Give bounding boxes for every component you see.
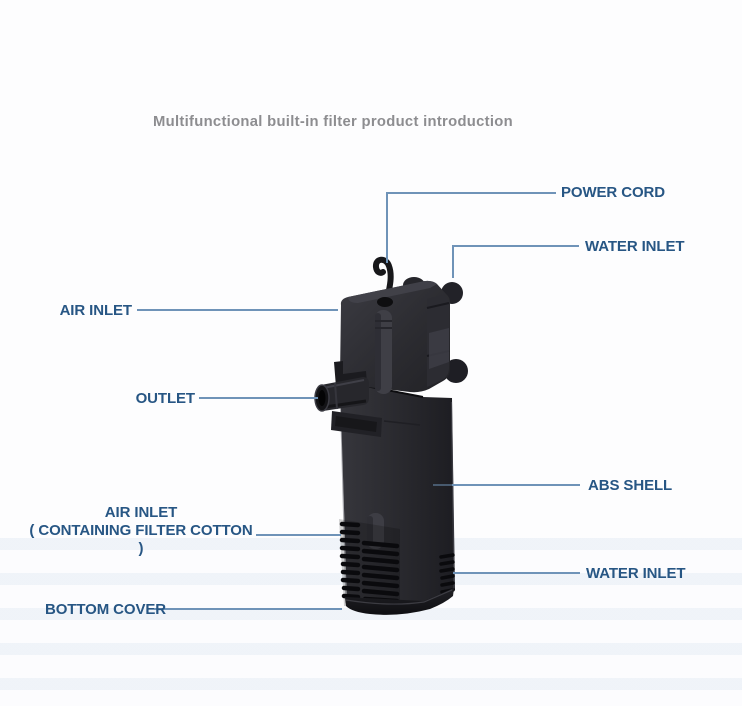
outlet-nozzle-art: [314, 361, 369, 412]
leader-water-inlet-top-v: [452, 245, 454, 278]
leader-outlet: [199, 397, 318, 399]
leader-abs-shell: [452, 484, 580, 486]
leader-power-cord-v: [386, 192, 388, 263]
label-bottom-cover: BOTTOM COVER: [45, 601, 167, 618]
leader-bottom-cover: [154, 608, 342, 610]
label-air-inlet: AIR INLET: [59, 302, 133, 319]
clip-slot-art: [331, 411, 421, 437]
label-air-inlet-filter: AIR INLET ( CONTAINING FILTER COTTON ): [28, 504, 254, 558]
power-cord-art: [373, 256, 394, 307]
pump-head-art: [340, 280, 450, 394]
leader-air-inlet: [137, 309, 338, 311]
label-air-inlet-filter-line2: ( CONTAINING FILTER COTTON ): [29, 522, 253, 557]
label-water-inlet-bottom: WATER INLET: [586, 565, 686, 582]
leader-power-cord-h: [386, 192, 556, 194]
label-air-inlet-filter-line1: AIR INLET: [104, 504, 178, 521]
leader-water-inlet-bottom: [453, 572, 580, 574]
page-title: Multifunctional built-in filter product …: [153, 114, 513, 130]
label-abs-shell: ABS SHELL: [588, 477, 673, 494]
label-power-cord: POWER CORD: [561, 184, 666, 201]
bottom-cover-art: [345, 588, 454, 615]
leader-abs-shell-on-body: [433, 484, 453, 486]
label-water-inlet-top: WATER INLET: [585, 238, 685, 255]
intake-tube-art: [367, 513, 384, 549]
label-outlet: OUTLET: [135, 390, 196, 407]
leader-air-inlet-filter: [256, 534, 341, 536]
leader-water-inlet-top-h: [452, 245, 579, 247]
